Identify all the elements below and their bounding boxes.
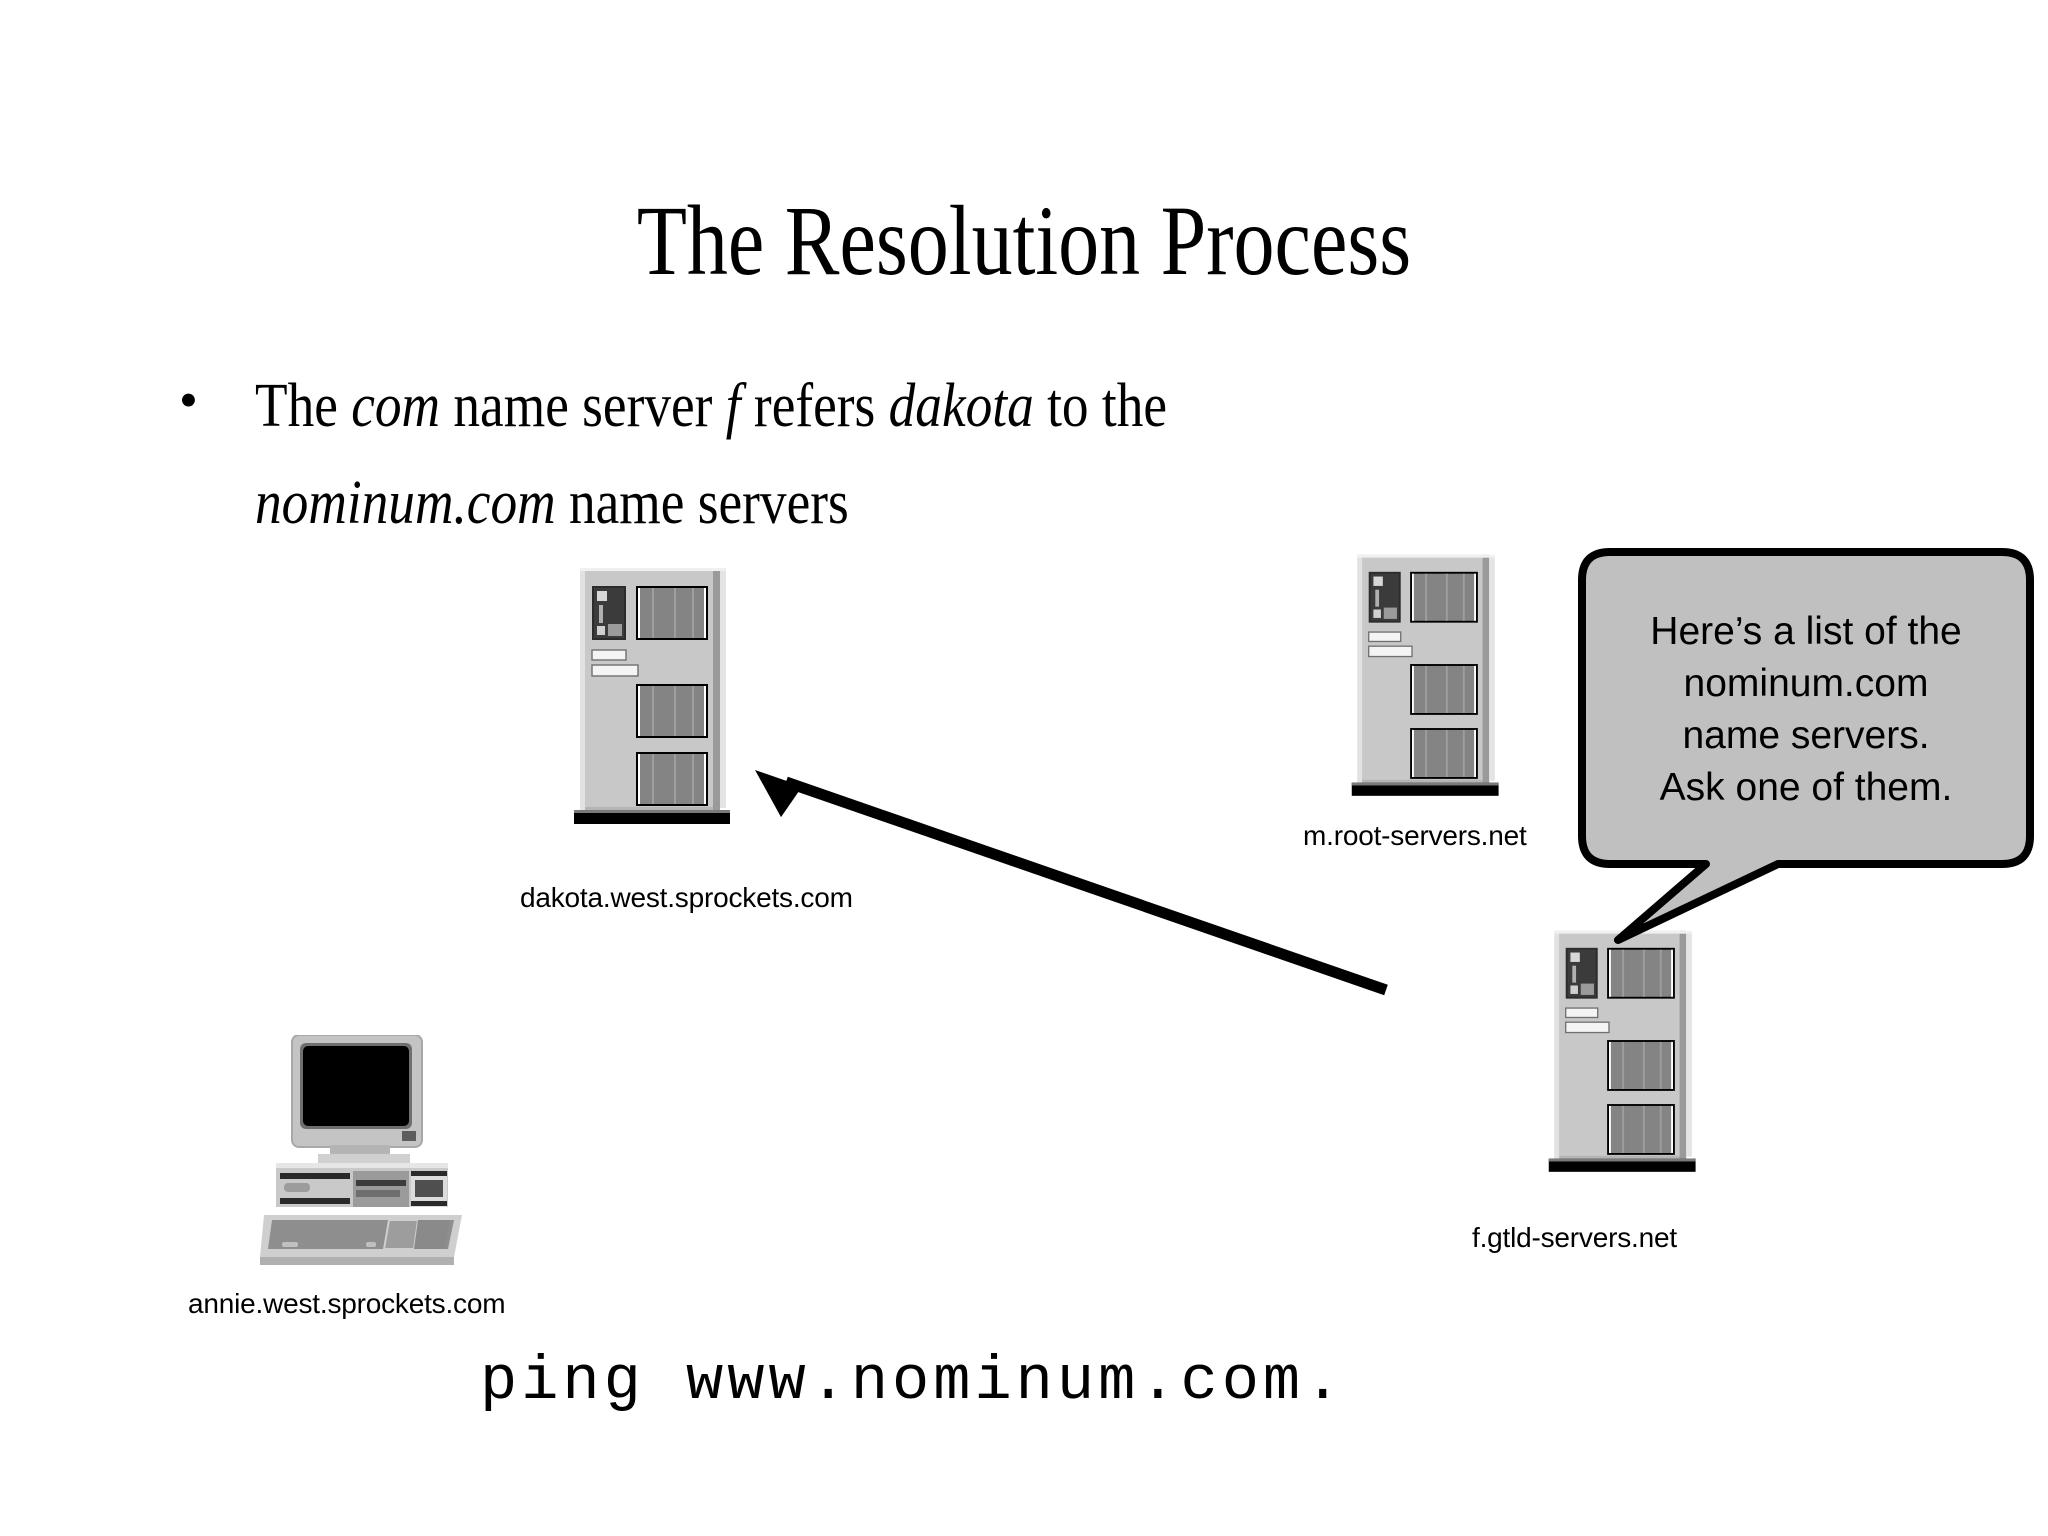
bullet-text-segment: to the [1033,372,1168,440]
computer-icon-annie[interactable] [258,1035,478,1275]
server-icon-mroot[interactable] [1348,552,1508,810]
callout-line-1: Here’s a list of the [1650,610,1962,653]
speech-bubble-callout: Here’s a list of the nominum.com name se… [1578,548,2034,948]
bullet-text-segment: refers [740,372,889,440]
callout-line-3: name servers. [1682,714,1930,757]
bullet-list: • The com name server f refers dakota to… [175,358,1675,552]
device-label-mroot: m.root-servers.net [1303,820,1527,851]
server-icon [1351,554,1499,796]
server-icon-fgtld[interactable] [1545,928,1705,1186]
device-label-fgtld: f.gtld-servers.net [1472,1222,1677,1253]
bullet-text-segment: name servers [555,469,849,537]
bullet-emphasis-f: f [725,372,741,440]
bullet-emphasis-dakota: dakota [888,372,1034,440]
server-icon-dakota[interactable] [570,566,740,838]
device-label-dakota: dakota.west.sprockets.com [520,882,853,913]
device-label-annie: annie.west.sprockets.com [188,1288,506,1319]
bullet-emphasis-com: com [351,372,441,440]
bullet-marker: • [179,370,198,430]
bullet-text-segment: name server [440,372,726,440]
speech-bubble-shape [1578,548,2034,944]
callout-line-4: Ask one of them. [1659,766,1953,809]
command-text: ping www.nominum.com. [480,1346,1346,1417]
callout-text-block: Here’s a list of the nominum.com name se… [1578,606,2034,814]
page-title: The Resolution Process [636,185,1412,296]
callout-line-2: nominum.com [1683,662,1929,705]
computer-icon [260,1035,462,1265]
bullet-line-1: The com name server f refers dakota to t… [255,358,1167,455]
server-icon [574,568,730,824]
bullet-line-2: nominum.com name servers [255,455,1167,552]
list-item: • The com name server f refers dakota to… [175,358,1675,552]
bullet-emphasis-nominum: nominum.com [255,469,556,537]
bullet-text-segment: The [255,372,352,440]
server-icon [1548,930,1696,1172]
